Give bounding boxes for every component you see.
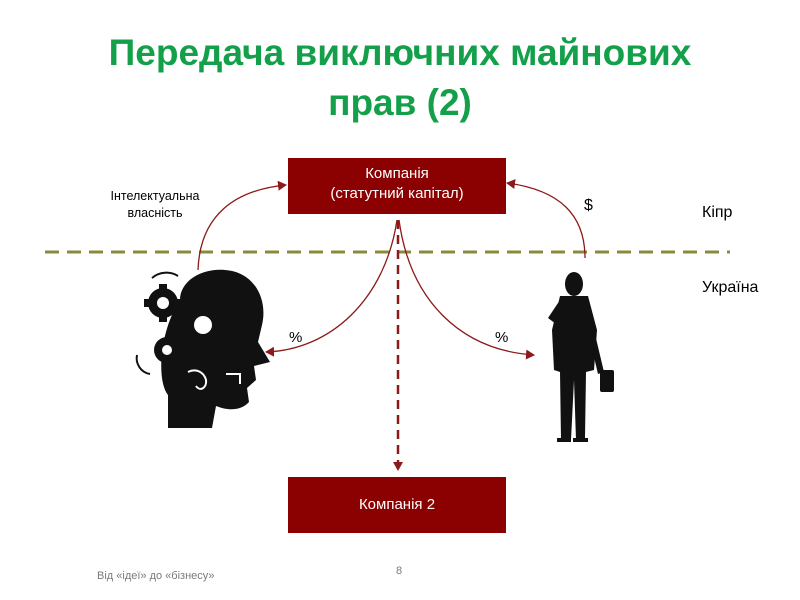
payment-arrow [506, 179, 586, 259]
ip-arrow [197, 180, 287, 271]
region-label-ukraine: Україна [702, 279, 759, 296]
company-box-line-2: (статутний капітал) [330, 185, 464, 202]
percent-label-right: % [495, 329, 509, 346]
businessman-phone-icon [548, 272, 614, 442]
royalty-arrow-left [265, 219, 398, 357]
ip-label-line-2: власність [127, 206, 183, 220]
dollar-label: $ [584, 197, 593, 214]
royalty-arrow-right [398, 219, 535, 360]
slide-title: Передача виключних майнових прав (2) [0, 28, 800, 128]
page-number: 8 [396, 565, 403, 577]
company2-box: Компанія 2 [288, 477, 506, 533]
title-line-1: Передача виключних майнових [108, 32, 692, 73]
ip-label-line-1: Інтелектуальна [110, 189, 200, 203]
company-box-line-1: Компанія [365, 165, 429, 182]
slide-footer: Від «ідеї» до «бізнесу» [97, 570, 215, 582]
head-gears-icon [135, 269, 270, 428]
region-label-cyprus: Кіпр [702, 204, 733, 221]
company2-box-label: Компанія 2 [358, 496, 436, 513]
company-box: Компанія (статутний капітал) [288, 158, 506, 214]
title-line-2: прав (2) [328, 82, 472, 123]
percent-label-left: % [289, 329, 303, 346]
ip-label: Інтелектуальна власність [100, 188, 210, 222]
